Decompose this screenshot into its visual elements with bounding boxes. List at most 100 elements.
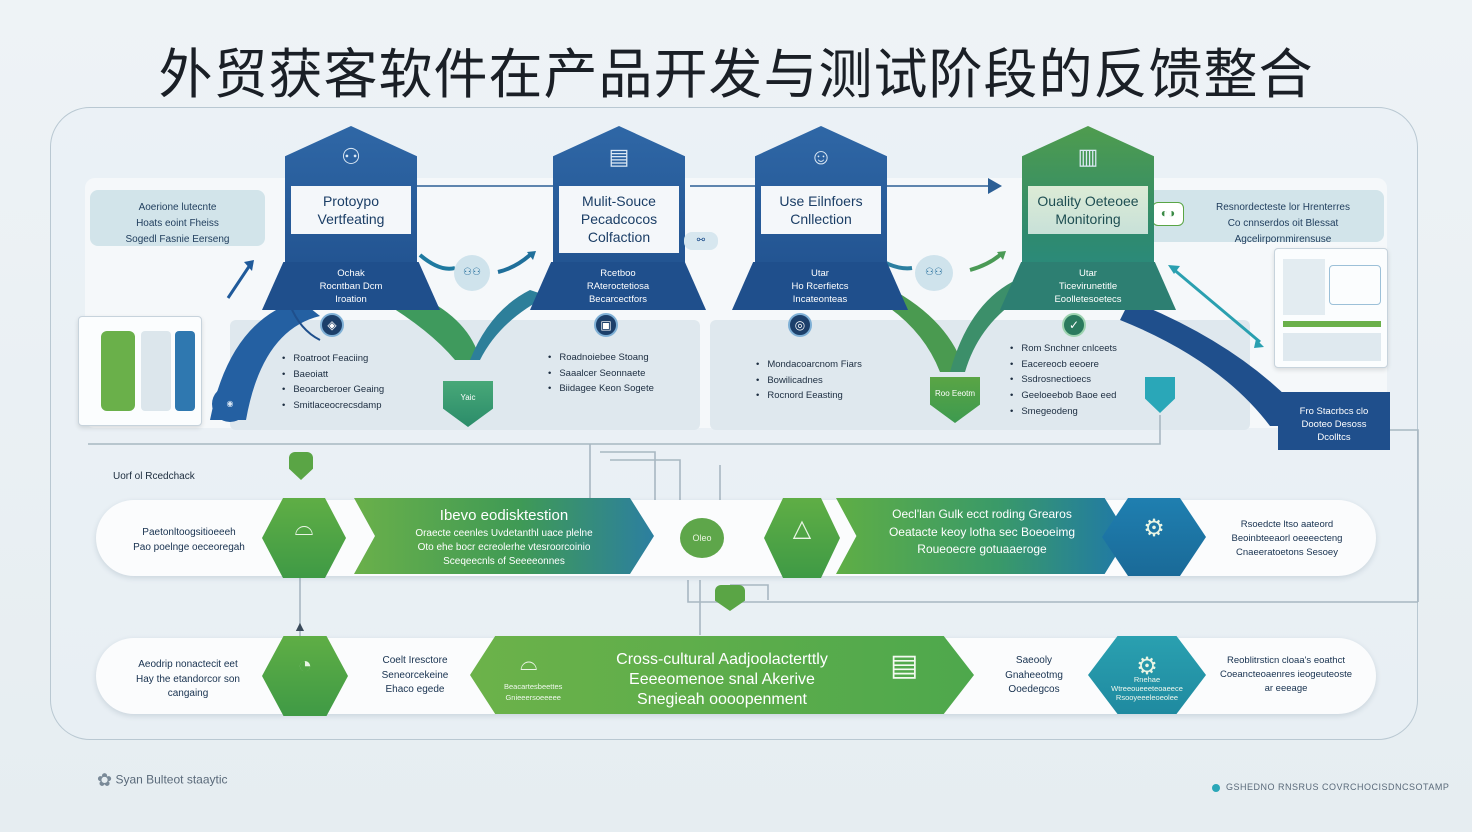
gear-user-icon: ⚙ [1136, 653, 1158, 680]
text-line: Wtreeoueeeteoaeece [1111, 684, 1183, 693]
text-line: Snegieah oooopenment [637, 691, 807, 708]
text-line: Cross-cultural Aadjoolacterttly [616, 651, 828, 668]
target-icon: ◎ [788, 313, 812, 337]
row1-left-text: Paetonltoogsitioeeeh Pao poelnge oeceore… [114, 526, 264, 555]
text-line: Sceqeecnls of Seeeeonnes [443, 556, 565, 567]
wing-line: RAteroctetiosa [586, 280, 650, 292]
text-line: Ooedegcos [1008, 684, 1060, 695]
dashboard-bar [1283, 321, 1381, 327]
group-icon: ⚇⚇ [915, 255, 953, 291]
chevron-optimization: Oecl'lan Gulk ecct roding Grearos Oeatac… [836, 498, 1128, 574]
result-line: Dooteo Desoss [1301, 418, 1367, 430]
text-line: Paetonltoogsitioeeeh [142, 527, 236, 538]
chat-icon: ▤ [608, 144, 630, 169]
wing-line: Ho Rcerfietcs [791, 280, 849, 292]
wing-line: Becarcectfors [588, 293, 648, 305]
note-line: Agcelirpornmirensuse [1234, 234, 1332, 245]
wing-line: Ticevirunetitle [1058, 280, 1118, 292]
wing-line: Incateonteas [792, 293, 848, 305]
footer-brand: ✿ Syan Bulteot staaytic [97, 770, 228, 791]
stage-name: Ouality Oeteoee Monitoring [1028, 186, 1148, 235]
tablet-bar [101, 331, 135, 411]
stage-name: Mulit-Souce Pecadcocos Colfaction [559, 186, 679, 253]
result-box: Fro Stacrbcs clo Dooteo Desoss Dcolltcs [1278, 392, 1390, 450]
list-item: Biidagee Keon Sogete [548, 381, 654, 397]
row2-left-text: Aeodrip nonactecit eet Hay the etandorco… [112, 658, 264, 702]
feedback-label: Uorf ol Rcedchack [113, 471, 195, 482]
note-top-right: ◐◑ Resnordecteste lor Hrenterres Co cnns… [1142, 190, 1384, 245]
text-line: Reoblitrsticn cloaa's eoathct [1227, 655, 1345, 666]
chart-icon: ▥ [1077, 144, 1099, 169]
stage-list-1: Roatroot Feaciing Baeoiatt Beoarcberoer … [282, 351, 384, 414]
people-icon: ⚇ [341, 144, 361, 169]
shield-icon: ◈ [320, 313, 344, 337]
dashboard-chart [1329, 265, 1381, 305]
dashboard-panel [1283, 259, 1325, 315]
stage-wing: Utar Ho Rcerfietcs Incateonteas [732, 262, 908, 310]
dashboard-mockup [1274, 248, 1388, 368]
note-line: Co cnnserdos oit Blessat [1227, 218, 1339, 229]
stage-list-3: Mondacoarcnom Fiars Bowilicadnes Rocnord… [756, 357, 862, 404]
note-line: Hoats eoint Fheiss [136, 218, 219, 229]
text-line: Coeancteoaenres ieogeuteoste [1219, 668, 1353, 680]
text-line: Oraecte ceenles Uvdetanthl uace plelne [415, 528, 593, 539]
text-line: Saeooly [1015, 655, 1053, 666]
document-icon: ▤ [890, 649, 919, 682]
row2-right-text: Reoblitrsticn cloaa's eoathct Coeancteoa… [1210, 654, 1362, 695]
arrow-up-icon: ▲ [293, 618, 307, 634]
handshake-icon: ⌓ [520, 650, 538, 675]
note-line: Aoerione lutecnte [138, 202, 217, 213]
row2-side-text: Saeooly Gnaheeotmg Ooedegcos [986, 654, 1082, 698]
mountain-icon: △ [792, 515, 812, 542]
hex-icon-2: △ [764, 498, 840, 578]
result-line: Dcolltcs [1317, 431, 1351, 443]
text-line: ar eeeage [1264, 682, 1308, 694]
list-item: Roatroot Feaciing [282, 351, 384, 367]
wing-line: Ochak [337, 268, 365, 279]
user-icon: ☺ [809, 144, 833, 169]
list-item: Baeoiatt [282, 367, 384, 383]
list-item: Saaalcer Seonnaete [548, 366, 654, 382]
text-line: Oto ehe bocr ecreolerhe vtesroorcoinio [417, 542, 591, 553]
headset-icon: ◔ [297, 652, 313, 679]
chevron-body: Oraecte ceenles Uvdetanthl uace plelne O… [354, 527, 654, 569]
text-line: Gnieeersoeeeee [505, 692, 561, 702]
result-line: Fro Stacrbcs clo [1299, 406, 1369, 417]
chevron-iteration: Ibevo eodisktestion Oraecte ceenles Uvde… [354, 498, 654, 574]
chat-bubble-icon: ◐◑ [1152, 202, 1184, 226]
wing-line: Iroation [335, 293, 367, 305]
text-line: Rsoedcte ltso aateord [1240, 519, 1334, 530]
text-line: Cnaeeratoetons Sesoey [1236, 546, 1338, 558]
footer-credit: GSHEDNO RNSRUS COVRCHOCISDNCSOTAMP [1212, 782, 1449, 792]
logo-icon: ✿ [97, 770, 113, 790]
text-line: Beoinbteeaorl oeeeecteng [1231, 532, 1343, 544]
wing-line: Utar [811, 268, 829, 279]
row2-mid-text: Coelt Iresctore Seneorcekeine Ehaco eged… [360, 654, 470, 698]
stage-wing: Utar Ticevirunetitle Eoolletesoetecs [1000, 262, 1176, 310]
text-line: Gnaheeotmg [1005, 669, 1063, 681]
text-line: Pao poelnge oeceoregah [133, 541, 245, 553]
tablet-mockup [78, 316, 202, 426]
stage-wing: Rcetboo RAteroctetiosa Becarcectfors [530, 262, 706, 310]
list-item: Smitlaceocrecsdamp [282, 398, 384, 414]
stage-name: Use Eilnfoers Cnllection [761, 186, 881, 235]
hex-icon-3: ⚙ [1102, 498, 1206, 576]
list-item: Rom Snchner cnlceets [1010, 341, 1117, 357]
hex-text: Rnehae Wtreeoueeeteoaeece Rsooyeeeleoeol… [1096, 675, 1198, 702]
list-item: Roadnoiebee Stoang [548, 350, 654, 366]
wing-line: Utar [1079, 268, 1097, 279]
note-line: Sogedl Fasnie Eerseng [125, 234, 230, 245]
wing-line: Eoolletesoetecs [1054, 293, 1122, 305]
chevron-sub: Beacartesbeettes Gnieeersoeeeee [504, 682, 562, 703]
tablet-bar [141, 331, 171, 411]
tablet-bar [175, 331, 195, 411]
note-top-left: Aoerione lutecnte Hoats eoint Fheiss Sog… [90, 190, 265, 246]
text-line: Eeeeomenoe snal Akerive [629, 671, 815, 688]
page-title: 外贸获客软件在产品开发与测试阶段的反馈整合 [158, 43, 1314, 106]
list-item: Eacereocb eeoere [1010, 357, 1117, 373]
handshake-icon: ⌓ [294, 514, 314, 541]
text-line: Coelt Iresctore [382, 655, 448, 666]
stage-name: Protoypo Vertfeating [291, 186, 411, 235]
chevron-title: Ibevo eodisktestion [439, 507, 569, 524]
list-item: Bowilicadnes [756, 373, 862, 389]
